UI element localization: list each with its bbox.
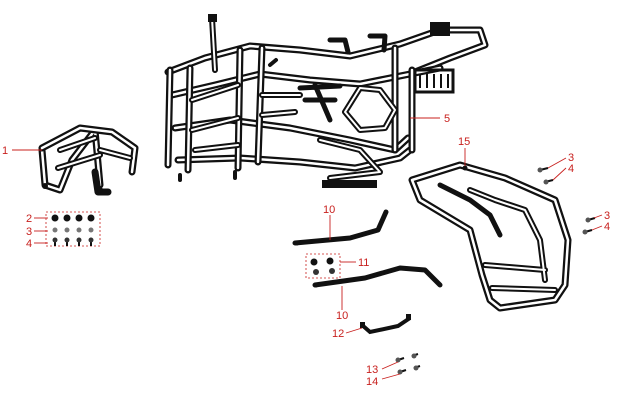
- callout-14: 14: [366, 376, 378, 388]
- callout-3-left: 3: [26, 226, 32, 238]
- callout-labels: 1 2 3 4 5 15 3 4 3 4 10 11 10 12 13 14: [2, 113, 610, 388]
- callout-4-upper-right: 4: [568, 163, 574, 175]
- lower-bracket: [312, 265, 443, 288]
- callout-1: 1: [2, 145, 8, 157]
- callout-4-lower-right: 4: [604, 221, 610, 233]
- callout-10-lower: 10: [336, 310, 348, 322]
- hardware-kit-box: [45, 211, 101, 247]
- callout-12: 12: [332, 328, 344, 340]
- fastener-kit-box: [305, 253, 341, 279]
- rear-bumper: [408, 161, 572, 312]
- leader-lines: [12, 117, 603, 380]
- front-bumper: [38, 124, 139, 196]
- bolt-set-bottom: [395, 353, 421, 375]
- upper-bracket: [292, 209, 389, 246]
- bolt-set-upper-right: [537, 167, 554, 185]
- callout-4-left: 4: [26, 238, 32, 250]
- mount-plate: [360, 314, 412, 335]
- main-frame: [164, 14, 489, 188]
- callout-3-lower-right: 3: [604, 210, 610, 222]
- callout-13: 13: [366, 364, 378, 376]
- callout-11: 11: [358, 257, 369, 269]
- callout-10-upper: 10: [323, 204, 335, 216]
- callout-5: 5: [444, 113, 450, 125]
- bolt-set-lower-right: [582, 217, 596, 235]
- callout-2: 2: [26, 213, 32, 225]
- callout-15: 15: [458, 136, 470, 148]
- callout-3-upper-right: 3: [568, 152, 574, 164]
